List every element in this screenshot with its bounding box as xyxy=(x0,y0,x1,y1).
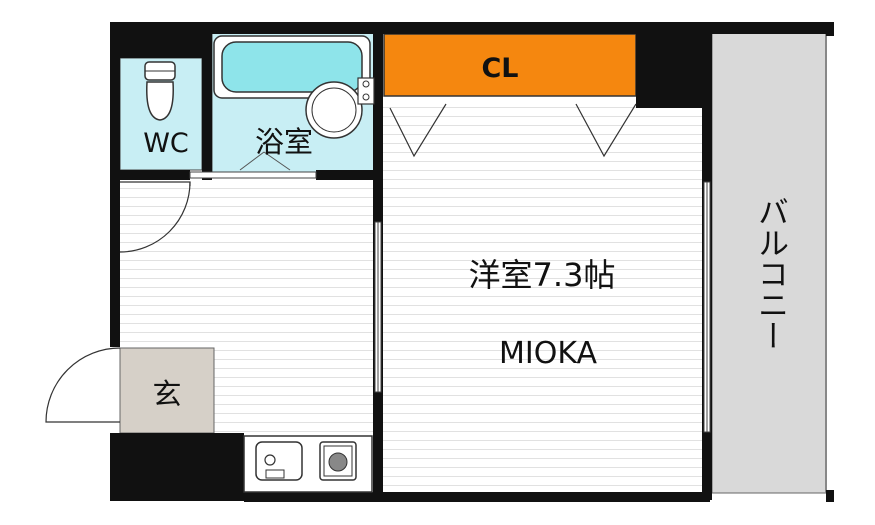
stove-icon xyxy=(319,441,357,481)
kitchen-floor xyxy=(214,350,376,435)
wall-top xyxy=(110,22,833,34)
toilet-icon xyxy=(144,61,176,121)
closet-door-mark-right xyxy=(575,103,637,158)
entrance-label: 玄 xyxy=(152,377,181,411)
door-swing-bath xyxy=(239,151,291,171)
western-room-floor xyxy=(380,100,708,493)
watermark-label: MIOKA xyxy=(499,336,597,371)
wall-bottom-left-block xyxy=(110,433,244,501)
wc-label: WC xyxy=(143,128,189,159)
wall-right-corner xyxy=(826,22,834,36)
wall-wet-bottom-2 xyxy=(316,170,378,180)
wall-right-corner-bottom xyxy=(826,490,834,502)
wet-door-slot xyxy=(189,171,317,179)
western-room-label: 洋室7.3帖 xyxy=(469,256,616,294)
closet-label: CL xyxy=(481,53,518,84)
wall-left-upper xyxy=(110,22,120,347)
washbasin-icon xyxy=(305,77,375,139)
bath-label: 浴室 xyxy=(255,125,313,159)
wall-wc-bath xyxy=(202,34,212,180)
bathtub-icon xyxy=(213,35,371,99)
wall-wet-bottom xyxy=(110,170,190,180)
balcony-label: バルコニー xyxy=(752,196,788,351)
entrance-area xyxy=(119,347,215,434)
wall-top-left xyxy=(110,22,210,58)
door-swing-entrance xyxy=(45,347,121,423)
closet-door-mark-left xyxy=(389,103,447,158)
wall-right-column xyxy=(636,22,712,108)
wall-bottom xyxy=(244,492,710,502)
hall-floor xyxy=(118,180,376,350)
door-swing-hall xyxy=(119,181,191,253)
sink-icon xyxy=(255,441,303,481)
